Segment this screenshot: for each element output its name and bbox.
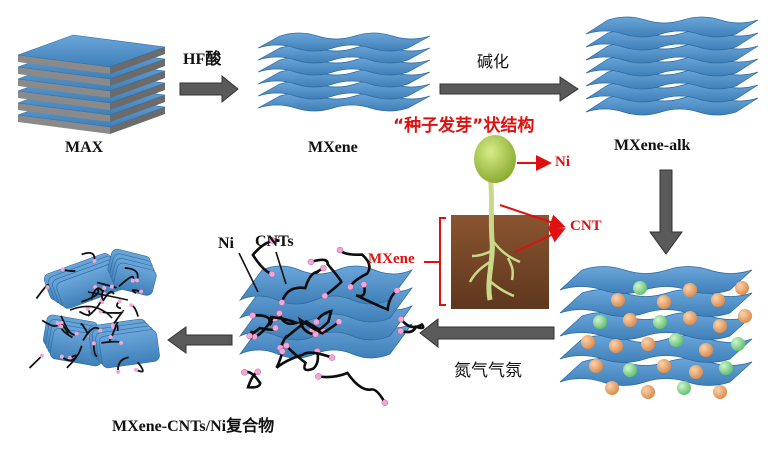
seed: [474, 135, 516, 183]
mxene-stack: [257, 32, 431, 112]
ni-leader: [238, 252, 259, 293]
callout-ni: Ni: [218, 235, 234, 252]
label-mxene-alk: MXene-alk: [614, 137, 691, 154]
cnt-network-sheet: [238, 237, 425, 407]
arrow-alkalize: [439, 76, 579, 102]
cnts-leader: [275, 251, 287, 285]
arrow-to-composite: [167, 326, 233, 354]
arrow-hf: [179, 74, 239, 104]
label-composite: MXene-CNTs/Ni复合物: [112, 418, 275, 435]
label-max: MAX: [65, 139, 104, 156]
label-step-hf: HF酸: [183, 51, 222, 68]
cnt-pointer: [514, 227, 566, 253]
inset-title: “种子发芽”状结构: [393, 116, 535, 136]
seed-inset: [424, 135, 566, 309]
label-mxene: MXene: [308, 139, 358, 156]
label-step-nitrogen: 氮气气氛: [454, 361, 522, 381]
max-stack: [17, 34, 166, 134]
mxene-alk-stack: [585, 16, 759, 116]
soil-block: [451, 215, 549, 309]
inset-label-ni: Ni: [555, 154, 570, 170]
mxene-sphere-stack: [559, 266, 753, 399]
arrow-nitrogen: [419, 317, 555, 349]
composite-cluster: [28, 248, 160, 374]
arrow-down: [649, 169, 683, 255]
inset-label-mxene: MXene: [368, 251, 415, 267]
callout-cnts: CNTs: [255, 233, 294, 250]
inset-label-cnt: CNT: [570, 218, 602, 234]
label-step-alkalize: 碱化: [477, 52, 510, 71]
sprout-stem: [485, 164, 495, 301]
sprout-roots: [468, 239, 521, 298]
